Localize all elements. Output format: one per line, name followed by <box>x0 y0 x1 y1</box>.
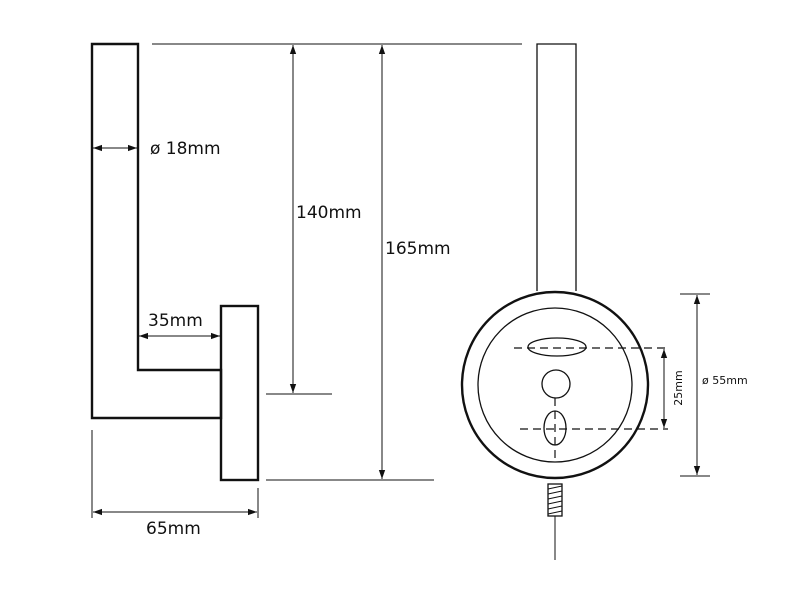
arm-length-label: 35mm <box>148 311 203 331</box>
base-diameter-label: ø 55mm <box>702 374 748 387</box>
holder-arm-outline <box>90 42 223 420</box>
side-view: ø 18mm 35mm 140mm 165mm 65mm <box>90 42 522 539</box>
hole-spacing-label: 25mm <box>672 370 685 405</box>
base-inner-circle <box>477 307 633 463</box>
base-outer-circle <box>460 290 650 480</box>
center-hole <box>541 369 571 399</box>
total-depth-label: 65mm <box>146 519 201 539</box>
wall-base-plate <box>219 304 260 482</box>
total-height-label: 165mm <box>385 239 451 259</box>
front-view: 25mm ø 55mm <box>460 43 748 560</box>
top-mounting-slot <box>527 337 587 357</box>
tube-diameter-label: ø 18mm <box>150 139 221 159</box>
inner-height-label: 140mm <box>296 203 362 223</box>
front-tube-outline <box>536 43 577 291</box>
mounting-screw <box>547 483 563 517</box>
